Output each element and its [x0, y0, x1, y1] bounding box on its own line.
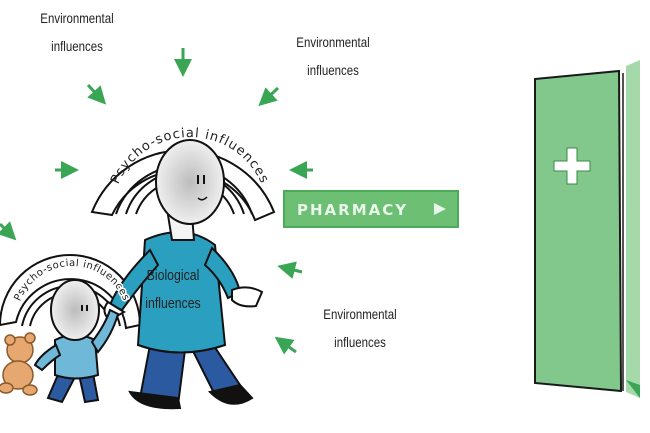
label-line: influences [334, 334, 386, 350]
pharmacy-sign-text: PHARMACY [297, 201, 408, 219]
environmental-label-top-right: Environmental influences [292, 28, 374, 84]
arrow-icon [274, 336, 297, 355]
label-line: Environmental [296, 34, 370, 50]
adult-head [155, 139, 225, 225]
teddy-bear [0, 332, 38, 396]
label-line: Environmental [323, 306, 397, 322]
arrow-icon [86, 83, 107, 105]
label-line: influences [145, 295, 201, 312]
medical-cross-icon [553, 147, 591, 185]
play-triangle-icon [434, 203, 446, 215]
arrow-icon [0, 221, 17, 241]
arrow-icon [258, 86, 280, 107]
label-line: influences [307, 62, 359, 78]
environmental-label-top-left: Environmental influences [36, 4, 118, 60]
biological-label: Biological influences [140, 262, 206, 318]
arrow-icon [277, 261, 303, 279]
environment-arrows [0, 48, 313, 355]
pharmacy-door [534, 60, 640, 398]
label-line: Biological [146, 267, 200, 284]
label-line: influences [51, 38, 103, 54]
pharmacy-sign: PHARMACY [283, 190, 459, 228]
label-line: Environmental [40, 10, 114, 26]
child-figure [33, 279, 120, 404]
environmental-label-bottom-right: Environmental influences [319, 300, 401, 356]
child-head [50, 279, 100, 341]
